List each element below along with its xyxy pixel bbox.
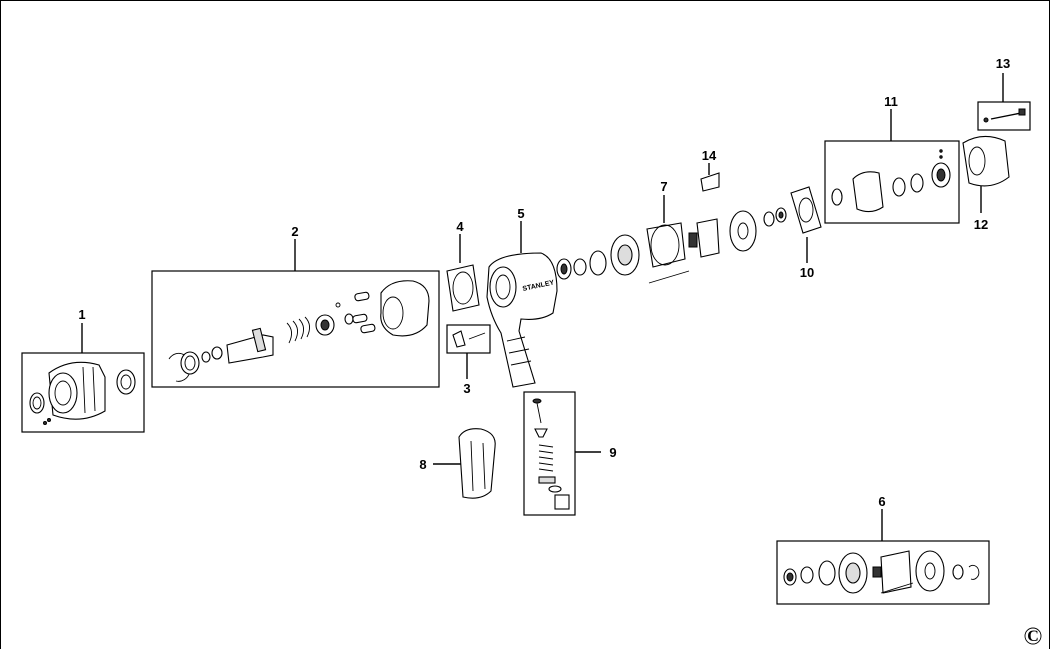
callout-2: 2: [291, 224, 298, 239]
callout-1: 1: [78, 307, 85, 322]
part-group-12: 12: [962, 135, 1010, 232]
part-group-2: 2: [151, 224, 440, 388]
pin: [354, 291, 370, 302]
seal-ring: [29, 392, 45, 414]
part-group-5: 5 STANLEY: [486, 206, 558, 388]
part-group-11: 11: [824, 94, 960, 224]
callout-4: 4: [456, 219, 464, 234]
grip: [458, 428, 496, 499]
callout-8: 8: [419, 457, 426, 472]
key: [700, 172, 720, 192]
gasket: [446, 264, 480, 312]
callout-7: 7: [660, 179, 667, 194]
rear-gasket: [790, 186, 822, 234]
callout-13: 13: [996, 56, 1010, 71]
anvil: [226, 334, 274, 364]
callout-5: 5: [517, 206, 524, 221]
part-group-14: 14: [700, 148, 720, 192]
callout-12: 12: [974, 217, 988, 232]
callout-3: 3: [463, 381, 470, 396]
cylinder: [646, 222, 686, 268]
group-box-1: [21, 352, 145, 433]
part-group-8: 8: [419, 428, 496, 499]
hammer-cage: [380, 280, 430, 337]
group-box-6: [776, 540, 990, 605]
reverse-valve: [852, 171, 884, 213]
callout-9: 9: [609, 445, 616, 460]
bushing: [116, 369, 136, 395]
part-group-7: 7: [556, 179, 787, 284]
part-group-13: 13: [977, 56, 1031, 131]
part-group-9: 9: [523, 391, 617, 516]
part-group-6: 6: [776, 494, 990, 605]
copyright-mark: C: [1024, 627, 1042, 645]
group-box-11: [824, 140, 960, 224]
part-group-4: 4: [446, 219, 480, 312]
bolt: [990, 112, 1022, 120]
valve-plug: [554, 494, 570, 510]
part-group-1: 1: [21, 307, 145, 433]
svg-text:C: C: [1027, 628, 1039, 645]
group-box-9: [523, 391, 576, 516]
group-box-13: [977, 101, 1031, 131]
rotor: [696, 218, 720, 258]
callout-6: 6: [878, 494, 885, 509]
part-group-10: 10: [790, 186, 822, 280]
callout-11: 11: [884, 94, 898, 109]
part-group-3: 3: [446, 324, 491, 396]
spring: [286, 316, 310, 344]
rotor: [880, 550, 912, 594]
callout-10: 10: [800, 265, 814, 280]
rear-cover: [962, 135, 1010, 187]
callout-14: 14: [702, 148, 717, 163]
group-box-3: [446, 324, 491, 354]
